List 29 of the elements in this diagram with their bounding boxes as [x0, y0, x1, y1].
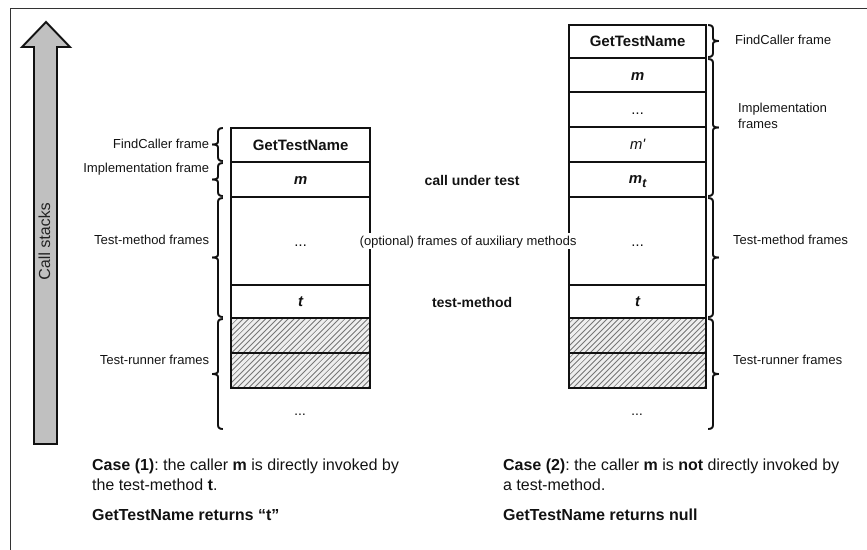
stack-frame: t: [230, 284, 371, 319]
brace-label: Test-runner frames: [98, 352, 209, 368]
case-description: Case (2): the caller m is not directly invoked by a test-method.: [503, 456, 840, 496]
case-description: Case (1): the caller m is directly invoked by the test-method t.: [92, 456, 400, 496]
annotation: test-method: [430, 294, 514, 312]
brace-label: Implementation frame: [82, 160, 209, 176]
brace-label: FindCaller frame: [112, 136, 209, 152]
case-result: GetTestName returns “t”: [92, 506, 280, 526]
axis-label: Call stacks: [37, 201, 55, 282]
ellipsis: ...: [630, 402, 644, 420]
hatched-frame: [230, 352, 371, 389]
case-result: GetTestName returns null: [503, 506, 698, 526]
stack-frame: m': [568, 126, 707, 163]
stack-frame: m: [230, 161, 371, 198]
ellipsis: ...: [293, 402, 307, 420]
hatched-frame: [568, 317, 707, 354]
stack-frame: m$_{t}$: [568, 161, 707, 198]
brace-label: Implementation frames: [738, 100, 828, 132]
brace-label: Test-method frames: [733, 232, 849, 248]
stack-frame: GetTestName: [230, 127, 371, 163]
stack-frame: m: [568, 57, 707, 93]
hatched-frame: [230, 317, 371, 354]
stack-frame: t: [568, 284, 707, 319]
stack-frame: GetTestName: [568, 24, 707, 59]
brace-label: FindCaller frame: [735, 32, 832, 48]
stack-frame: ...: [568, 91, 707, 128]
brace-label: Test-runner frames: [733, 352, 844, 368]
hatched-frame: [568, 352, 707, 389]
annotation: call under test: [424, 172, 520, 190]
